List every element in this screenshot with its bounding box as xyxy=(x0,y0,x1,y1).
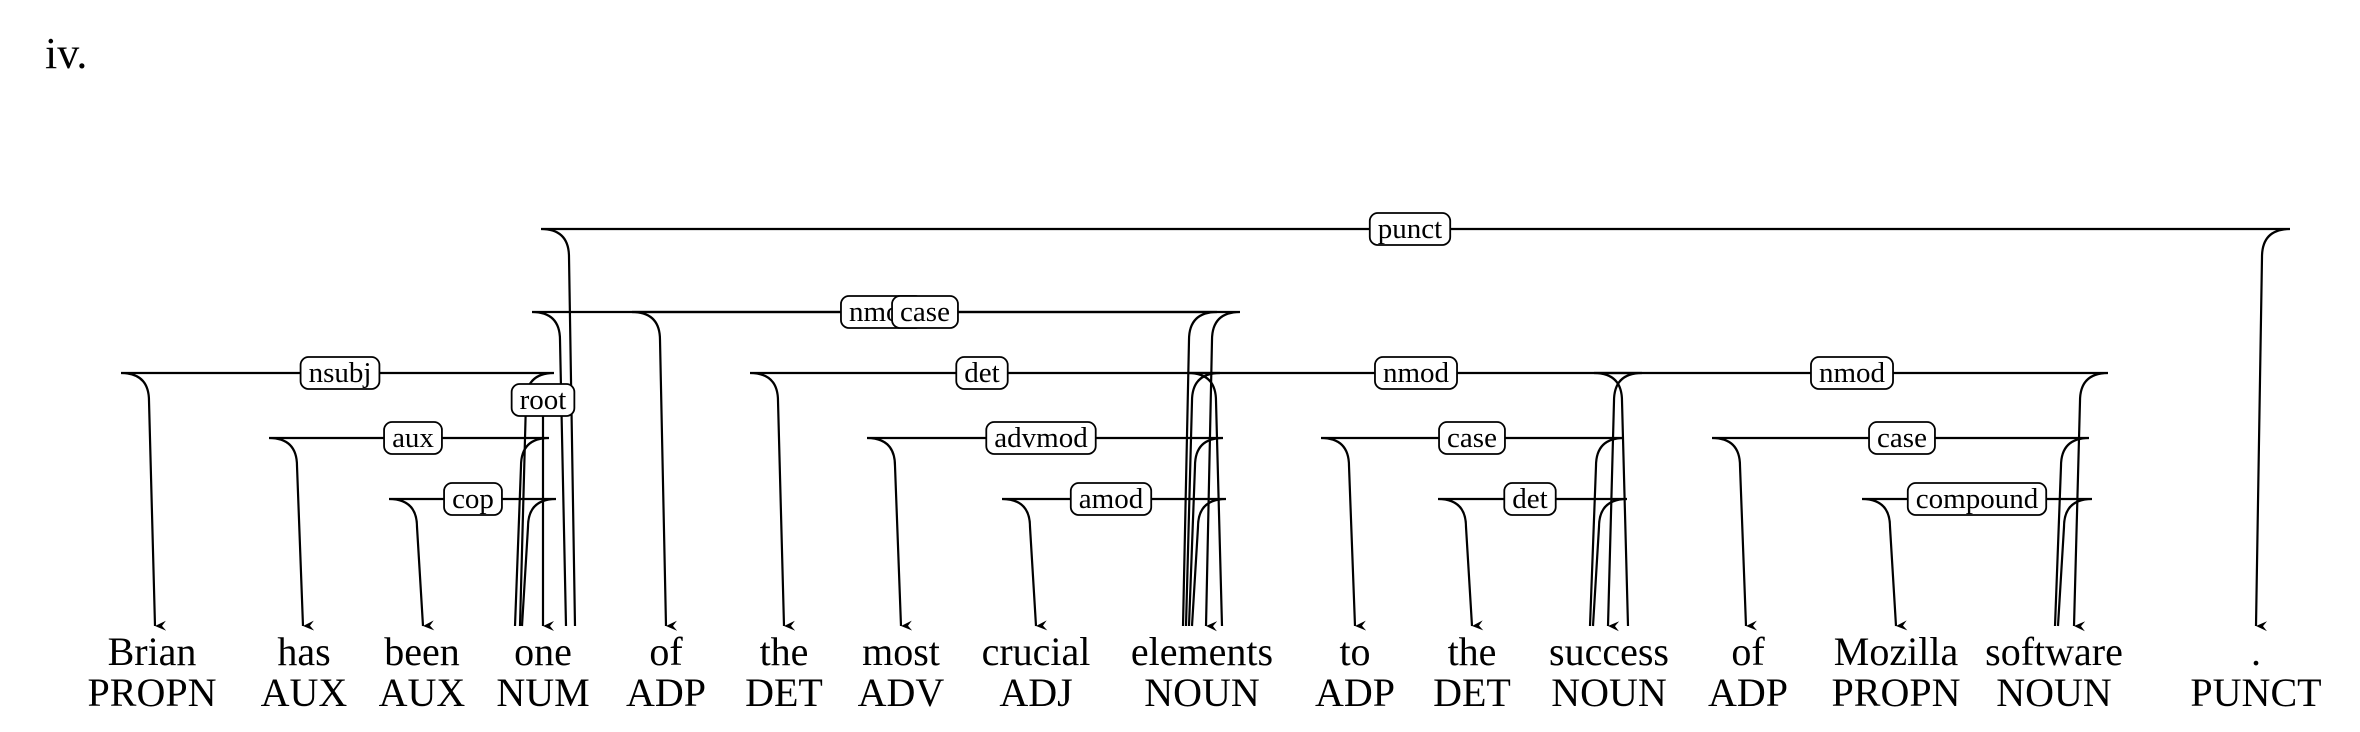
arc-label-text: root xyxy=(520,384,567,416)
dependency-arc xyxy=(631,310,1218,631)
arc-label: det xyxy=(1503,482,1557,516)
token-pos-tag: PROPN xyxy=(88,670,217,715)
token-pos-tag: NOUN xyxy=(1144,670,1260,715)
arc-label-box xyxy=(955,356,1009,390)
arc-label: root xyxy=(510,383,576,417)
arc-label: aux xyxy=(383,421,443,455)
arc-label-text: aux xyxy=(392,422,434,454)
arc-label-text: amod xyxy=(1079,483,1144,515)
arc-label: compound xyxy=(1906,482,2048,516)
arc-label-box xyxy=(1868,421,1936,455)
token-word: the xyxy=(760,629,809,674)
arc-label-box xyxy=(1810,356,1894,390)
token-word: the xyxy=(1448,629,1497,674)
arc-label-text: punct xyxy=(1378,213,1442,245)
arc-label: case xyxy=(1868,421,1936,455)
dependency-arc xyxy=(268,436,550,631)
token-pos-tag: NOUN xyxy=(1551,670,1667,715)
token-word: elements xyxy=(1131,629,1273,674)
arc-label-box xyxy=(1069,482,1153,516)
arc-label-box xyxy=(985,421,1097,455)
arc-label-text: case xyxy=(900,296,950,328)
token-pos-tag: DET xyxy=(1433,670,1511,715)
token-pos-tag: PROPN xyxy=(1832,670,1961,715)
arc-label-text: nmod xyxy=(1383,357,1450,389)
token-word: has xyxy=(277,629,330,674)
dependency-arc xyxy=(1320,436,1625,631)
token-pos-tag: AUX xyxy=(261,670,348,715)
arc-labels-layer: nsubjauxcoppunctnmodcasedetadvmodamodnmo… xyxy=(299,212,2048,516)
arc-label-box xyxy=(1906,482,2048,516)
token-pos-tag: ADV xyxy=(858,670,945,715)
token-word: to xyxy=(1339,629,1370,674)
dependency-arc xyxy=(1711,436,2090,631)
arc-label-box xyxy=(1438,421,1506,455)
arc-label: nmod xyxy=(1810,356,1894,390)
arc-label-text: det xyxy=(1512,483,1547,515)
arc-label-box xyxy=(383,421,443,455)
token-word: been xyxy=(384,629,460,674)
arc-label: advmod xyxy=(985,421,1097,455)
token-pos-tag: ADP xyxy=(626,670,706,715)
arcs-layer xyxy=(120,227,2291,632)
dependency-arc xyxy=(866,436,1224,631)
token-word: Mozilla xyxy=(1834,629,1959,674)
token-word: success xyxy=(1549,629,1669,674)
token-pos-tag: NOUN xyxy=(1996,670,2112,715)
token-word: of xyxy=(649,629,683,674)
arc-label: nmod xyxy=(1374,356,1458,390)
token-word: most xyxy=(862,629,940,674)
dependency-arc xyxy=(540,227,2291,632)
arc-label: det xyxy=(955,356,1009,390)
token-pos-tag: AUX xyxy=(379,670,466,715)
arc-label-box xyxy=(1503,482,1557,516)
arc-label: amod xyxy=(1069,482,1153,516)
token-word: . xyxy=(2251,629,2261,674)
arc-label: case xyxy=(891,295,959,329)
token-pos-tag: ADP xyxy=(1708,670,1788,715)
arc-label-text: case xyxy=(1877,422,1927,454)
arc-label-text: case xyxy=(1447,422,1497,454)
token-word: crucial xyxy=(982,629,1091,674)
token-word: of xyxy=(1731,629,1765,674)
arc-label-text: nsubj xyxy=(309,357,372,389)
dependency-arc xyxy=(1437,497,1628,631)
dependency-arc xyxy=(388,497,557,631)
arc-label-box xyxy=(443,482,503,516)
dependency-arc xyxy=(531,310,1241,632)
arc-label: punct xyxy=(1368,212,1452,246)
token-word: one xyxy=(514,629,572,674)
token-pos-tag: ADP xyxy=(1315,670,1395,715)
tokens-layer: BrianPROPNhasAUXbeenAUXoneNUMofADPtheDET… xyxy=(88,629,2322,715)
arc-label-box xyxy=(1374,356,1458,390)
token-pos-tag: PUNCT xyxy=(2190,670,2321,715)
arc-label-text: nmod xyxy=(1819,357,1886,389)
diagram-title: iv. xyxy=(45,29,87,78)
token-pos-tag: ADJ xyxy=(999,670,1072,715)
token-pos-tag: DET xyxy=(745,670,823,715)
token-word: software xyxy=(1985,629,2123,674)
arc-label: cop xyxy=(443,482,503,516)
arc-label-text: compound xyxy=(1916,483,2039,515)
arc-label-box xyxy=(1368,212,1452,246)
arc-label: nsubj xyxy=(299,356,381,390)
arc-label-box xyxy=(891,295,959,329)
token-pos-tag: NUM xyxy=(496,670,589,715)
arc-label-text: advmod xyxy=(994,422,1088,454)
arc-label-box xyxy=(299,356,381,390)
token-word: Brian xyxy=(108,629,197,674)
arc-label-box xyxy=(510,383,576,417)
arc-label-text: cop xyxy=(452,483,494,515)
arc-label: case xyxy=(1438,421,1506,455)
arc-label-text: det xyxy=(964,357,999,389)
